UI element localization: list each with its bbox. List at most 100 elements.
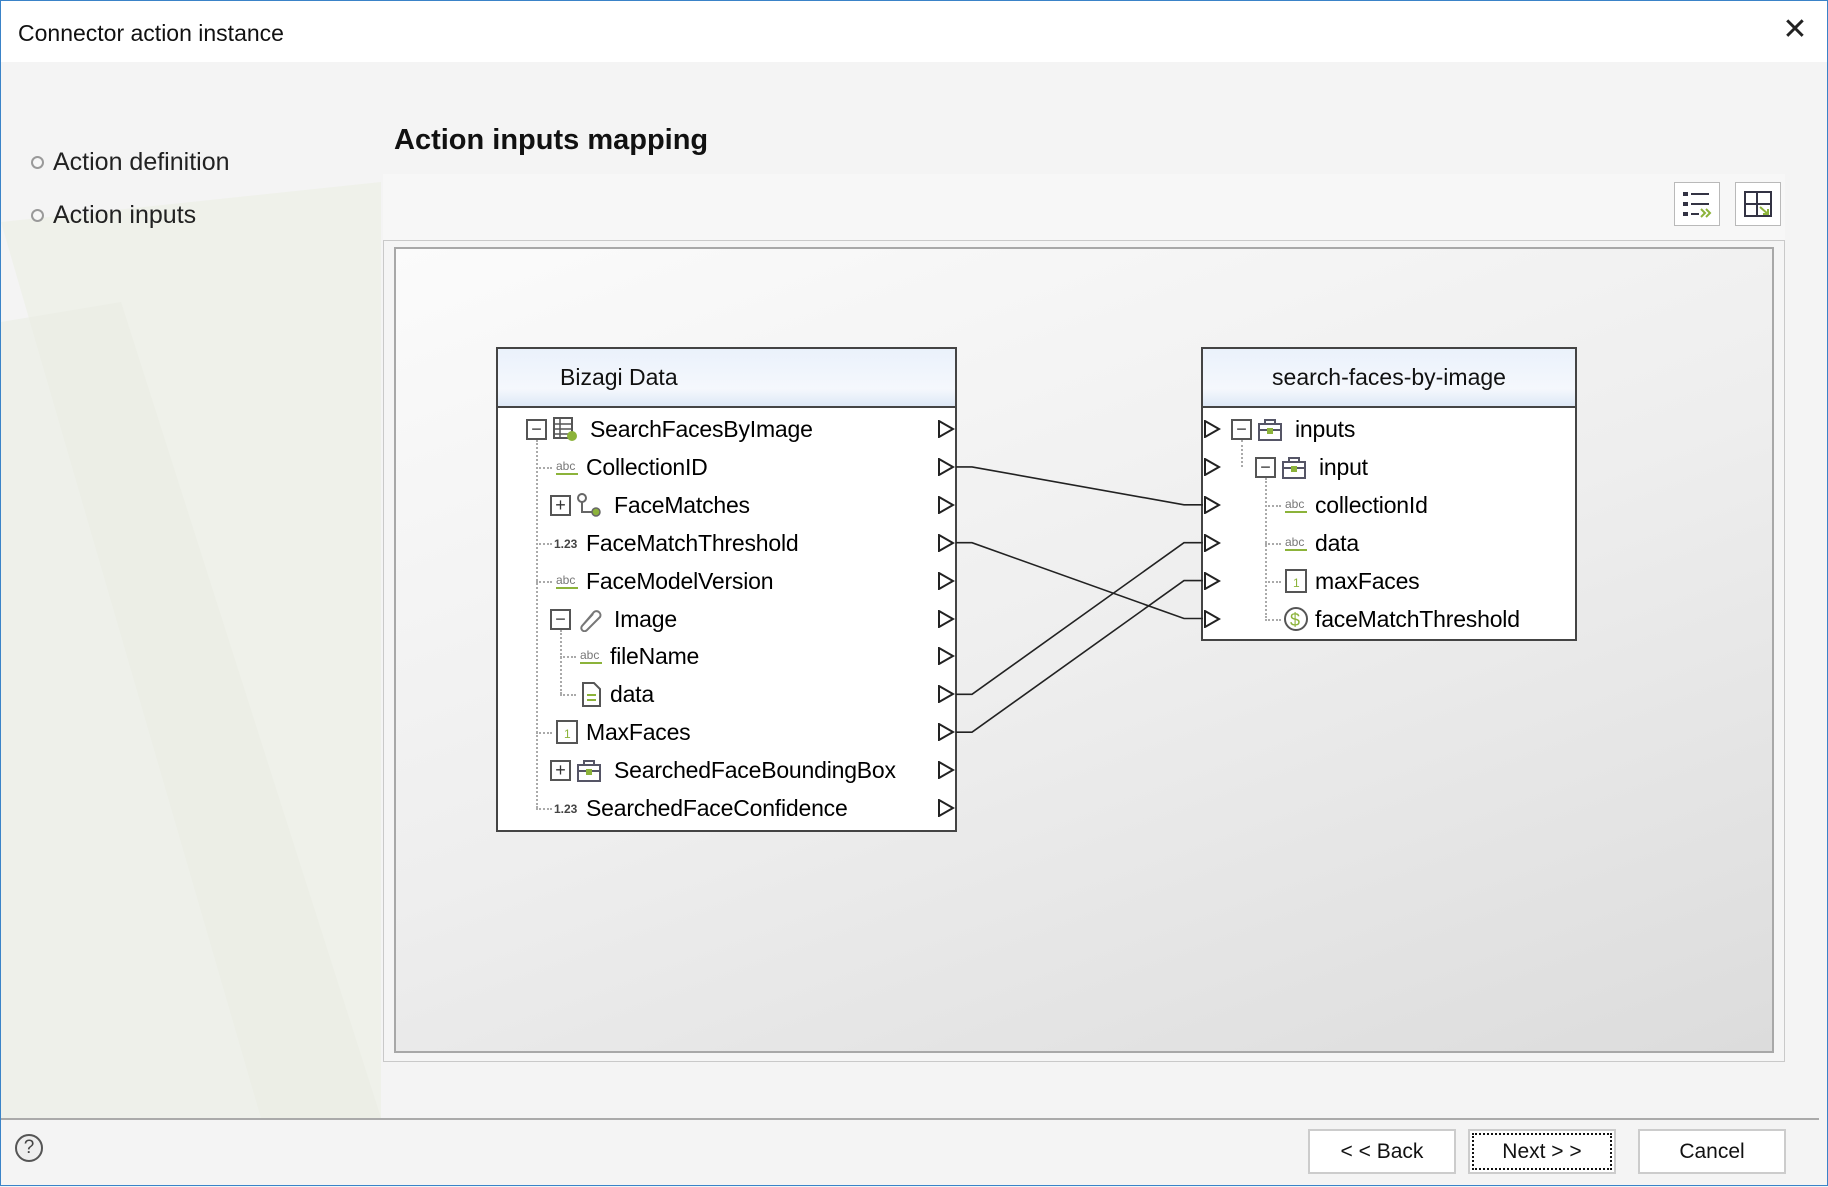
- page-title: Action inputs mapping: [394, 124, 709, 156]
- tree-connector: [1265, 580, 1281, 583]
- connect-arrow-icon[interactable]: [937, 798, 956, 818]
- tree-row-label: inputs: [1295, 416, 1356, 442]
- tree-row[interactable]: abc FaceModelVersion: [498, 562, 956, 600]
- abc-icon: abc: [554, 454, 580, 480]
- close-icon[interactable]: ✕: [1782, 13, 1808, 46]
- cancel-button[interactable]: Cancel: [1638, 1129, 1786, 1174]
- relation-icon: [576, 492, 602, 518]
- bullet-icon: [31, 156, 44, 169]
- tree-row[interactable]: +SearchedFaceBoundingBox: [498, 751, 956, 789]
- tree-connector: [560, 656, 576, 659]
- tree-guide-line: [536, 440, 538, 808]
- currency-icon: $: [1283, 606, 1309, 632]
- entity-table-icon: [552, 416, 578, 442]
- fit-view-button[interactable]: [1735, 182, 1781, 226]
- connect-arrow-icon[interactable]: [937, 722, 956, 742]
- svg-text:abc: abc: [556, 459, 575, 473]
- back-button[interactable]: < < Back: [1308, 1129, 1456, 1174]
- connect-arrow-icon[interactable]: [937, 457, 956, 477]
- collapse-icon[interactable]: −: [526, 419, 547, 440]
- expand-icon[interactable]: +: [550, 494, 571, 516]
- tree-row-label: SearchFacesByImage: [590, 416, 813, 442]
- object-icon: [576, 757, 602, 783]
- connect-arrow-icon[interactable]: [1203, 532, 1222, 553]
- svg-text:abc: abc: [580, 648, 599, 662]
- tree-row-label: data: [1315, 529, 1359, 556]
- collapse-icon[interactable]: −: [1255, 456, 1276, 478]
- decimal-icon: 1.23: [554, 530, 580, 556]
- connect-arrow-icon[interactable]: [937, 646, 956, 667]
- connect-arrow-icon[interactable]: [1203, 457, 1222, 477]
- tree-row[interactable]: data: [498, 675, 956, 713]
- collapse-icon[interactable]: −: [1231, 419, 1252, 440]
- connect-arrow-icon[interactable]: [937, 760, 956, 780]
- tree-row-label: collectionId: [1315, 491, 1428, 518]
- connect-arrow-icon[interactable]: [937, 419, 956, 439]
- svg-text:1.23: 1.23: [554, 802, 578, 816]
- tree-row[interactable]: −input: [1203, 448, 1575, 486]
- connect-arrow-icon[interactable]: [1203, 419, 1222, 439]
- object-icon: [1257, 416, 1283, 442]
- connect-arrow-icon[interactable]: [1203, 570, 1222, 591]
- auto-map-button[interactable]: [1674, 182, 1720, 226]
- tree-guide-line: [1241, 440, 1243, 467]
- connect-arrow-icon[interactable]: [1203, 608, 1222, 629]
- tree-row-label: fileName: [610, 643, 700, 670]
- tree-guide-line: [560, 629, 562, 695]
- tree-row[interactable]: − inputs: [1203, 410, 1575, 448]
- collapse-icon[interactable]: −: [550, 608, 571, 630]
- tree-row-label: Image: [614, 605, 677, 632]
- connect-arrow-icon[interactable]: [937, 608, 956, 629]
- tree-row[interactable]: $faceMatchThreshold: [1203, 600, 1575, 638]
- sidebar-item-label: Action inputs: [53, 201, 197, 229]
- mapping-toolbar: [383, 174, 1785, 240]
- abc-icon: abc: [1283, 492, 1309, 518]
- abc-icon: abc: [1283, 530, 1309, 556]
- file-icon: [578, 681, 604, 708]
- window-title: Connector action instance: [18, 20, 284, 46]
- tree-row-label: data: [610, 681, 654, 708]
- fit-view-icon: [1744, 191, 1772, 217]
- tree-row[interactable]: abc fileName: [498, 637, 956, 675]
- connect-arrow-icon[interactable]: [937, 532, 956, 553]
- svg-text:abc: abc: [1285, 535, 1304, 549]
- attachment-icon: [576, 606, 602, 632]
- tree-connector: [536, 466, 552, 469]
- tree-connector: [536, 808, 552, 810]
- tree-row[interactable]: − SearchFacesByImage: [498, 410, 956, 448]
- svg-text:$: $: [1290, 610, 1300, 630]
- title-bar: Connector action instance ✕: [1, 1, 1827, 62]
- connect-arrow-icon[interactable]: [937, 684, 956, 705]
- help-icon[interactable]: ?: [15, 1134, 43, 1162]
- svg-text:abc: abc: [556, 573, 575, 587]
- connect-arrow-icon[interactable]: [1203, 495, 1222, 515]
- connect-arrow-icon[interactable]: [937, 570, 956, 591]
- tree-row-label: FaceModelVersion: [586, 567, 774, 594]
- tree-connector: [1265, 618, 1281, 621]
- connect-arrow-icon[interactable]: [937, 495, 956, 515]
- svg-text:1.23: 1.23: [554, 537, 578, 551]
- next-button[interactable]: Next > >: [1468, 1129, 1616, 1174]
- object-icon: [1281, 454, 1307, 480]
- tree-connector: [536, 732, 552, 735]
- decimal-icon: 1.23: [554, 795, 580, 821]
- expand-icon[interactable]: +: [550, 760, 571, 782]
- tree-row[interactable]: + FaceMatches: [498, 486, 956, 524]
- tree-row[interactable]: − Image: [498, 600, 956, 638]
- tree-row-label: FaceMatches: [614, 491, 750, 518]
- tree-connector: [1265, 504, 1281, 507]
- auto-map-icon: [1683, 192, 1712, 218]
- sidebar-item-label: Action definition: [53, 148, 230, 176]
- sidebar-item-action-inputs[interactable]: Action inputs: [31, 201, 196, 230]
- sidebar-item-action-definition[interactable]: Action definition: [31, 148, 230, 177]
- source-tree-title: Bizagi Data: [498, 349, 955, 408]
